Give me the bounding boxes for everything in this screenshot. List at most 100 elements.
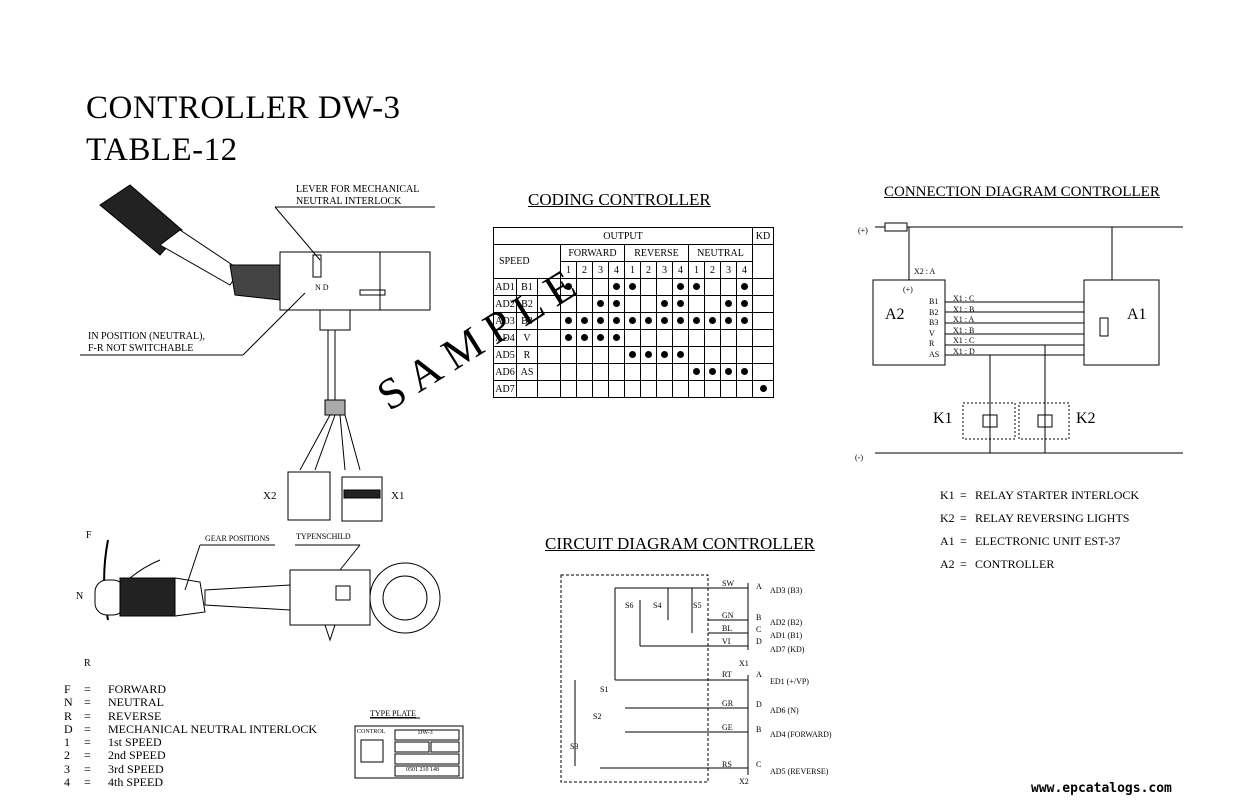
conn-wire: X1 : A <box>953 315 975 325</box>
coding-cell <box>752 329 774 347</box>
type-plate-code: 0501 210 148 <box>406 767 439 773</box>
coding-cell <box>720 346 737 364</box>
coding-cell <box>704 295 721 313</box>
callout-neutral-line1: IN POSITION (NEUTRAL), <box>88 331 205 342</box>
coding-mark-dot <box>645 316 652 324</box>
legend: F=FORWARD N=NEUTRAL R=REVERSE D=MECHANIC… <box>64 683 317 789</box>
coding-cell <box>672 346 689 364</box>
switch-s2: S2 <box>593 712 602 721</box>
coding-mark-dot <box>677 282 684 290</box>
coding-table: OUTPUT KD SPEED FORWARD REVERSE NEUTRAL … <box>493 227 774 398</box>
coding-mark-dot <box>597 333 604 341</box>
coding-cell <box>656 278 673 296</box>
circuit-label-ad2: AD2 (B2) <box>770 618 803 627</box>
coding-cell <box>624 329 641 347</box>
coding-cell <box>672 380 689 398</box>
coding-cell <box>736 346 753 364</box>
coding-cell <box>560 363 577 381</box>
circuit-wire-bl: BL <box>722 624 733 633</box>
coding-mark-dot <box>597 316 604 324</box>
speed-header: SPEED <box>493 244 561 279</box>
coding-cell <box>752 295 774 313</box>
gear-number: 2 <box>640 261 657 279</box>
coding-cell <box>640 312 657 330</box>
coding-cell <box>704 346 721 364</box>
conn-a2-plus: (+) <box>903 285 913 294</box>
callout-lever-line2: NEUTRAL INTERLOCK <box>296 196 402 207</box>
footer-url[interactable]: www.epcatalogs.com <box>1031 781 1172 796</box>
coding-mark-dot <box>759 384 767 392</box>
circuit-pin-d: D <box>756 637 762 646</box>
conn-pin-list: B1 B2 B3 V R AS <box>929 297 939 361</box>
kd-spacer <box>752 244 774 279</box>
group-forward: FORWARD <box>560 244 625 262</box>
gear-number: 4 <box>672 261 689 279</box>
coding-mark-dot <box>613 299 620 307</box>
coding-mark-dot <box>565 316 572 324</box>
conn-wire: X1 : B <box>953 304 975 314</box>
coding-cell <box>720 363 737 381</box>
callout-neutral-line2: F-R NOT SWITCHABLE <box>88 343 194 354</box>
coding-cell <box>720 380 737 398</box>
coding-cell <box>736 363 753 381</box>
coding-mark-dot <box>597 299 604 307</box>
coding-row-spacer <box>537 363 561 381</box>
coding-cell <box>720 329 737 347</box>
coding-mark-dot <box>741 299 748 307</box>
controller-side-drawing <box>94 539 441 642</box>
conn-minus-label: (-) <box>855 453 863 462</box>
direction-f-label: F <box>86 530 92 541</box>
coding-cell <box>672 278 689 296</box>
coding-cell <box>608 363 625 381</box>
coding-cell <box>704 329 721 347</box>
coding-cell <box>688 380 705 398</box>
component-legend-row: A2=CONTROLLER <box>940 557 1055 571</box>
coding-mark-dot <box>693 316 700 324</box>
coding-cell <box>752 346 774 364</box>
coding-row-output: AD6 <box>493 363 517 381</box>
type-plate-title: TYPE PLATE <box>370 709 416 718</box>
coding-row-spacer <box>537 329 561 347</box>
coding-cell <box>688 312 705 330</box>
coding-cell <box>592 380 609 398</box>
circuit-label-ad7: AD7 (KD) <box>770 645 805 654</box>
coding-mark-dot <box>725 367 732 375</box>
coding-mark-dot <box>741 316 748 324</box>
coding-mark-dot <box>677 316 684 324</box>
output-header: OUTPUT <box>493 227 753 245</box>
legend-row: 3=3rd SPEED <box>64 761 164 776</box>
coding-cell <box>656 346 673 364</box>
coding-cell <box>704 380 721 398</box>
coding-mark-dot <box>645 350 652 358</box>
coding-cell <box>752 363 774 381</box>
coding-mark-dot <box>677 299 684 307</box>
lever-nd-label: N D <box>315 283 329 292</box>
switch-s3: S3 <box>570 742 579 751</box>
component-legend: K1=RELAY STARTER INTERLOCK K2=RELAY REVE… <box>940 484 1139 576</box>
coding-cell <box>624 295 641 313</box>
coding-cell <box>656 363 673 381</box>
group-reverse: REVERSE <box>624 244 689 262</box>
coding-cell <box>560 329 577 347</box>
coding-cell <box>688 295 705 313</box>
conn-pin: V <box>929 328 935 338</box>
circuit-wire-gn: GN <box>722 611 734 620</box>
coding-mark-dot <box>661 299 668 307</box>
coding-row-signal: AS <box>516 363 538 381</box>
coding-cell <box>720 278 737 296</box>
connector-x1-label: X1 <box>391 490 405 502</box>
coding-mark-dot <box>565 282 572 290</box>
coding-cell <box>624 380 641 398</box>
coding-cell <box>672 312 689 330</box>
coding-mark-dot <box>565 333 572 341</box>
conn-k1-label: K1 <box>933 410 953 427</box>
circuit-label-ad4: AD4 (FORWARD) <box>770 730 832 739</box>
conn-k2-label: K2 <box>1076 410 1096 427</box>
coding-row-output: AD7 <box>493 380 517 398</box>
circuit-diagram <box>560 574 749 783</box>
switch-s6: S6 <box>625 601 634 610</box>
coding-cell <box>720 295 737 313</box>
component-legend-row: K1=RELAY STARTER INTERLOCK <box>940 488 1140 502</box>
gear-number: 3 <box>720 261 737 279</box>
